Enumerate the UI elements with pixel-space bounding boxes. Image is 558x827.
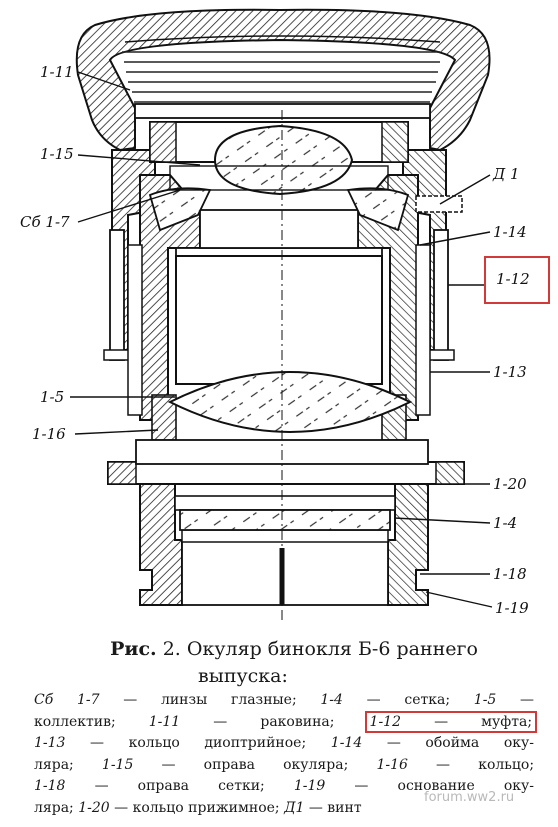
figure-caption: Рис. 2. Окуляр бинокля Б-6 раннего выпус… [44,636,544,690]
eyepiece-housing [103,121,465,606]
caption-text-line2: выпуска: [198,665,288,687]
legend: Сб 1-7 — линзы глазные; 1-4 — сетка; 1-5… [34,690,538,819]
legend-row: ляра; 1-20 — кольцо прижимное; Д1 — винт [34,799,362,816]
legend-highlight-1-12: 1-12 — муфта; [364,710,538,733]
field-lens [167,370,413,434]
caption-text-line1: Окуляр бинокля Б-6 раннего [186,638,478,660]
label-1-4: 1-4 [493,514,518,532]
highlight-box-1-12 [484,256,550,304]
label-1-16: 1-16 [32,425,66,443]
screw-part [415,195,463,213]
label-1-5: 1-5 [40,388,65,406]
caption-number: 2. [162,638,181,660]
label-sb1-7: Сб 1-7 [20,213,70,231]
label-1-12: 1-12 [496,270,530,288]
label-1-20: 1-20 [493,475,527,493]
label-d1: Д 1 [493,165,520,183]
label-1-15: 1-15 [40,145,74,163]
reticle-glass [179,509,391,531]
label-1-19: 1-19 [495,599,529,617]
caption-prefix: Рис. [110,638,157,660]
eyepiece-cross-section-drawing [70,8,493,620]
label-1-11: 1-11 [40,63,74,81]
label-1-14: 1-14 [493,223,527,241]
legend-row: коллектив; 1-11 — раковина; 1-12 — муфта… [34,710,538,733]
watermark: forum.ww2.ru [424,790,515,805]
legend-row: Сб 1-7 — линзы глазные; 1-4 — сетка; 1-5… [34,692,535,708]
legend-row: 1-18 — оправа сетки; 1-19 — основание ок… [34,778,534,794]
label-1-13: 1-13 [493,363,527,381]
legend-row: ляра; 1-15 — оправа окуляра; 1-16 — коль… [34,756,535,773]
legend-row: 1-13 — кольцо диоптрийное; 1-14 — обойма… [34,735,535,751]
label-1-18: 1-18 [493,565,527,583]
leader-lines [70,71,493,608]
eye-lens [148,124,410,232]
